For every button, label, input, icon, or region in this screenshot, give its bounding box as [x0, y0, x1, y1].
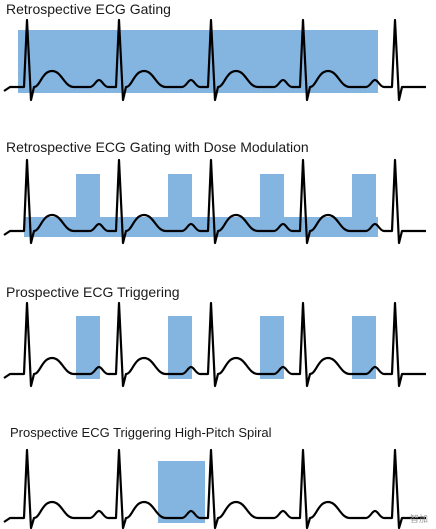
- ecg-trace-3: [3, 301, 426, 388]
- acquisition-window-peak-1: [76, 174, 100, 217]
- panel-title-prospective-high-pitch: Prospective ECG Triggering High-Pitch Sp…: [10, 425, 272, 440]
- panel-prospective-high-pitch: Prospective ECG Triggering High-Pitch Sp…: [3, 425, 426, 529]
- panel-retrospective: Retrospective ECG Gating: [3, 1, 426, 102]
- panel-title-retrospective-dose-modulation: Retrospective ECG Gating with Dose Modul…: [6, 139, 309, 155]
- acquisition-window-single: [158, 461, 205, 523]
- panel-title-prospective: Prospective ECG Triggering: [6, 284, 180, 300]
- panel-retrospective-dose-modulation: Retrospective ECG Gating with Dose Modul…: [3, 139, 426, 245]
- acquisition-window-peak-4: [352, 174, 376, 217]
- acquisition-window-continuous: [18, 30, 378, 93]
- acquisition-window-peak-2: [168, 174, 192, 217]
- ecg-trace-4: [3, 448, 426, 529]
- ecg-trace-1: [3, 18, 426, 102]
- panel-prospective: Prospective ECG Triggering: [3, 284, 426, 388]
- acquisition-window-low-dose: [24, 217, 378, 237]
- acquisition-window-peak-3: [260, 174, 284, 217]
- watermark: 智加: [410, 513, 428, 524]
- panel-title-retrospective: Retrospective ECG Gating: [6, 1, 171, 17]
- ecg-trace-2: [3, 158, 426, 245]
